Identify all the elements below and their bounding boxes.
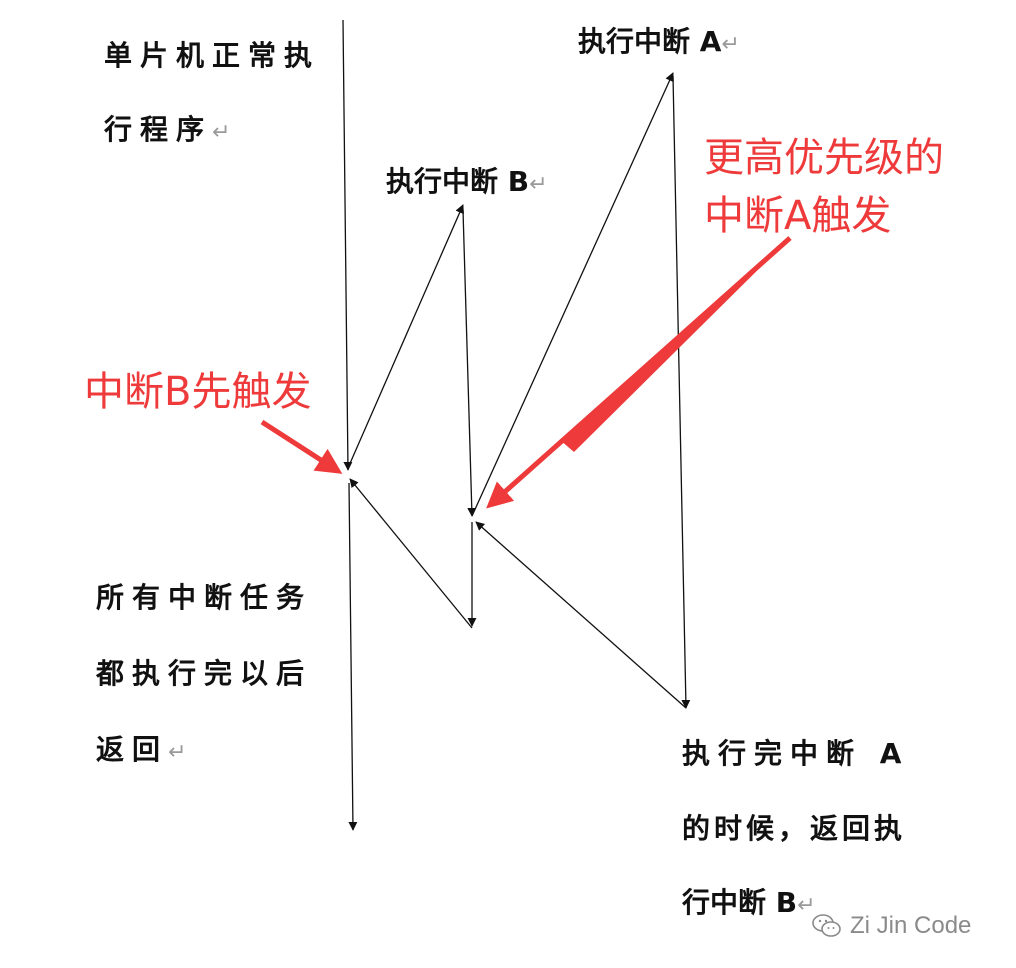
return-mark: ↵ [721,32,740,57]
all-done-label-line1: 所有中断任务 [96,581,313,614]
wechat-icon [812,914,841,937]
return-b-to-main-line [349,478,473,629]
all-done-label-line3: 返回↵ [96,736,194,764]
annotation-b-arrow [260,419,343,474]
done-a-label-line1: 执行完中断 A [682,737,910,770]
exec-b-line-1 [462,209,477,517]
annotation-a-higher-line1: 更高优先级的 [704,135,944,181]
jump-to-b-line [347,204,464,469]
done-a-text: 行中断 B [682,886,798,919]
annotation-a-higher-line2: 中断A触发 [704,193,892,239]
done-a-label-line2: 的时候，返回执 [682,812,907,845]
done-a-label-line3: 行中断 B↵ [682,889,816,917]
main-line-segment-1 [342,19,353,471]
exec-a-label: 执行中断 A↵ [578,28,740,56]
main-program-label-line2: 行程序↵ [104,116,238,144]
return-mark: ↵ [168,740,195,765]
main-line-segment-2 [348,482,358,831]
return-a-to-b-line [475,521,687,709]
exec-a-line [672,75,691,709]
return-mark: ↵ [212,120,239,145]
watermark: Zi Jin Code [812,912,971,940]
annotation-a-arrow-taper [560,238,790,452]
all-done-label-line2: 都执行完以后 [96,657,313,690]
annotation-b-first: 中断B先触发 [84,369,312,415]
jump-to-a-line [471,72,674,517]
return-mark: ↵ [529,172,548,197]
exec-b-text: 执行中断 B [386,165,530,198]
exec-b-label: 执行中断 B↵ [386,168,548,196]
main-program-text: 行程序 [104,113,213,146]
exec-a-text: 执行中断 A [578,25,722,58]
return-mark: ↵ [797,893,816,918]
all-done-text: 返回 [96,733,169,766]
main-program-label-line1: 单片机正常执 [104,39,321,72]
watermark-text: Zi Jin Code [850,912,972,939]
